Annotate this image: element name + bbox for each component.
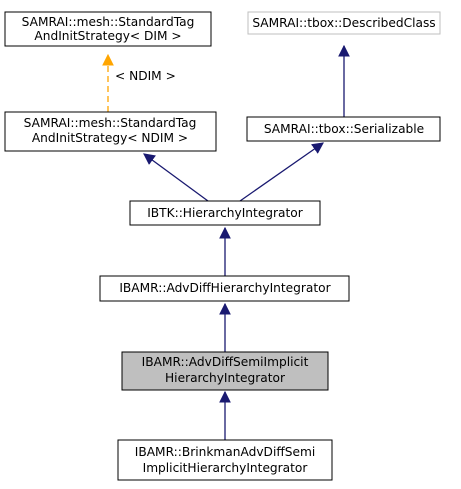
node-label-line1: IBAMR::AdvDiffHierarchyIntegrator [119,281,331,295]
inheritance-edge-hierarchy-to-serializable [239,142,324,202]
node-hierarchy-integrator[interactable]: IBTK::HierarchyIntegrator [129,200,321,226]
node-label-line1: IBAMR::BrinkmanAdvDiffSemi [135,445,315,459]
node-standard-tag-ndim[interactable]: SAMRAI::mesh::StandardTag AndInitStrateg… [4,111,217,152]
node-label-line1: SAMRAI::mesh::StandardTag [24,116,197,130]
node-adv-diff-hierarchy-integrator[interactable]: IBAMR::AdvDiffHierarchyIntegrator [99,275,350,302]
node-label-line2: ImplicitHierarchyIntegrator [143,461,309,475]
node-adv-diff-semi-implicit[interactable]: IBAMR::AdvDiffSemiImplicit HierarchyInte… [121,351,329,391]
node-brinkman[interactable]: IBAMR::BrinkmanAdvDiffSemi ImplicitHiera… [117,439,333,481]
inheritance-edge-hierarchy-to-std-tag [143,153,209,202]
node-label-line1: SAMRAI::tbox::DescribedClass [252,16,435,30]
node-label-line2: HierarchyIntegrator [165,371,286,385]
node-label-line2: AndInitStrategy< NDIM > [32,131,188,145]
node-standard-tag-dim[interactable]: SAMRAI::mesh::StandardTag AndInitStrateg… [4,11,212,47]
node-serializable[interactable]: SAMRAI::tbox::Serializable [246,116,441,142]
template-edge-label: < NDIM > [115,69,176,83]
node-label-line1: SAMRAI::tbox::Serializable [264,122,424,136]
node-label-line1: IBAMR::AdvDiffSemiImplicit [142,355,309,369]
svg-text:< NDIM >: < NDIM > [115,69,176,83]
node-label-line2: AndInitStrategy< DIM > [34,29,181,43]
node-label-line1: SAMRAI::mesh::StandardTag [22,15,195,29]
node-label-line1: IBTK::HierarchyIntegrator [147,206,304,220]
node-described-class[interactable]: SAMRAI::tbox::DescribedClass [247,11,441,35]
